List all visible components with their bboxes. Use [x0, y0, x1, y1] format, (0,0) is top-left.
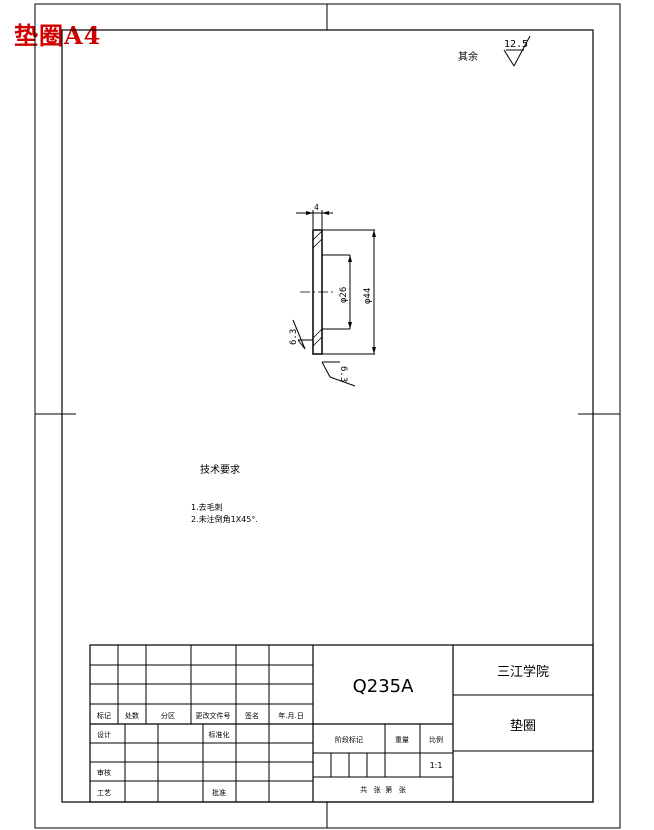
dim-thickness: 4: [314, 203, 319, 212]
tb-label-weight: 重量: [395, 736, 409, 744]
tb-label-mark: 标记: [97, 711, 111, 720]
title-block: [89, 644, 594, 803]
drawing-title-overlay: 垫圈A4: [14, 21, 102, 50]
centering-marks: [35, 4, 620, 828]
tb-label-zone: 分区: [161, 711, 175, 720]
dimension-arrows: [306, 211, 376, 354]
tb-label-process: 工艺: [97, 789, 111, 797]
tb-label-sheet: 共 张 第 张: [360, 785, 406, 794]
school-name: 三江学院: [497, 664, 549, 680]
tb-label-standard: 标准化: [209, 730, 230, 739]
roughness-rest-label: 其余: [458, 50, 478, 63]
tech-requirement-2: 2.未注倒角1X45°.: [191, 514, 258, 524]
washer-section: [292, 210, 375, 387]
dim-inner-diameter: φ26: [339, 287, 349, 303]
roughness-left-value: 6.3: [289, 329, 299, 345]
tb-label-date: 年.月.日: [278, 711, 303, 720]
roughness-top-value: 12.5: [504, 39, 528, 50]
tech-requirements-title: 技术要求: [200, 463, 240, 476]
dim-outer-diameter: φ44: [363, 288, 373, 304]
roughness-symbol-top: [503, 35, 531, 67]
tb-label-approve: 批准: [212, 788, 226, 797]
part-name: 垫圈: [510, 718, 536, 734]
tb-label-stage: 阶段标记: [335, 735, 363, 744]
inner-border: [61, 29, 594, 803]
tb-label-ratio: 比例: [429, 735, 443, 744]
tb-label-signature: 签名: [245, 711, 259, 720]
tech-requirement-1: 1.去毛刺: [191, 502, 223, 512]
tb-label-change-doc: 更改文件号: [196, 711, 231, 720]
tb-label-count: 处数: [125, 711, 139, 720]
tb-label-designer: 设计: [97, 730, 111, 739]
tb-label-review: 审核: [97, 768, 111, 777]
scale-value: 1:1: [430, 761, 443, 770]
material-label: Q235A: [353, 676, 415, 697]
roughness-bottom-value: 6.3: [338, 366, 348, 382]
